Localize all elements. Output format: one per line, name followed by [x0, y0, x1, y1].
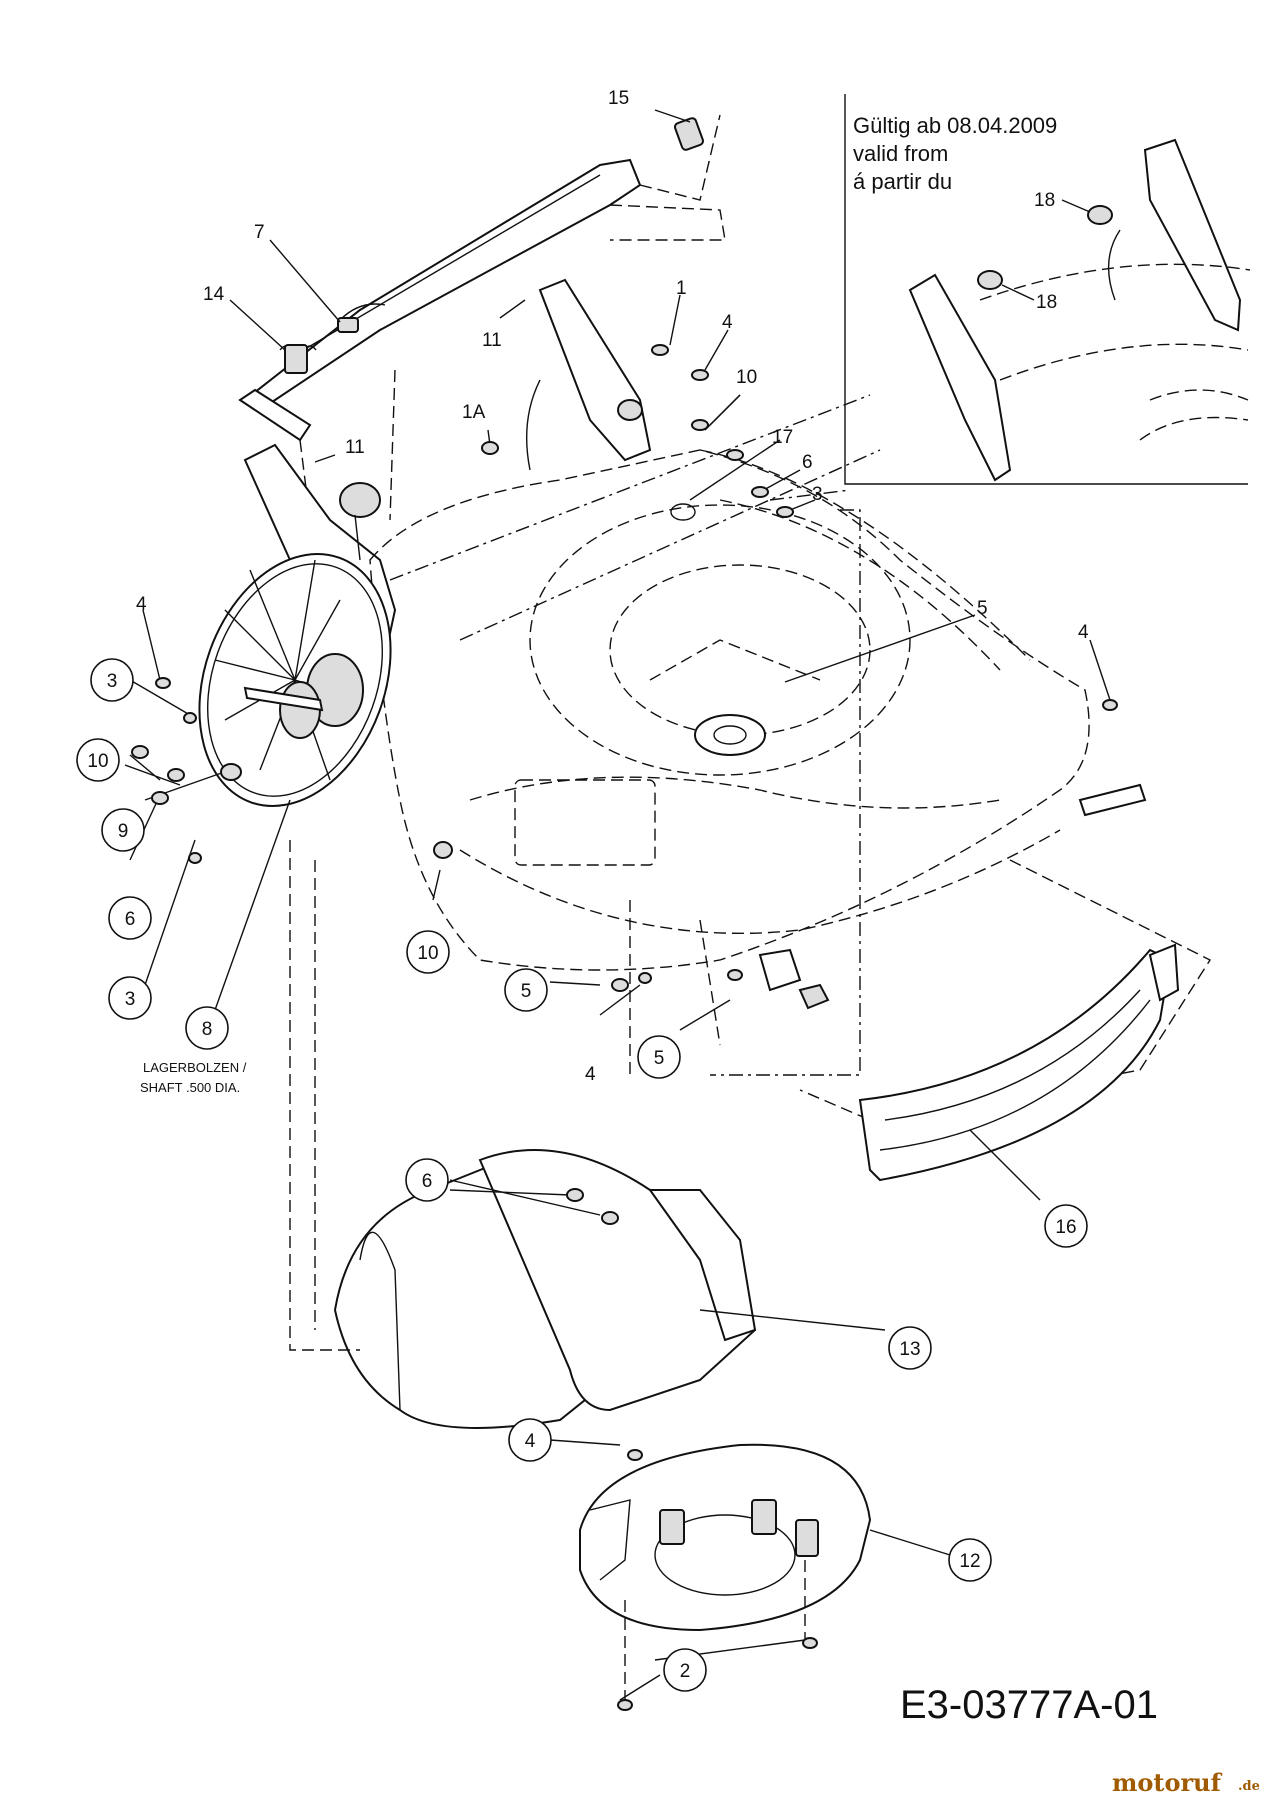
- callout-17: 17: [772, 427, 793, 448]
- shaft-note-line2: SHAFT .500 DIA.: [140, 1080, 240, 1095]
- callout-16: 16: [1055, 1217, 1076, 1238]
- watermark-suffix: .de: [1238, 1779, 1260, 1794]
- callout-10-a: 10: [736, 367, 757, 388]
- callout-1a: 1A: [462, 402, 486, 423]
- callouts: 15 7 14 11 1 4 10 1A 10 11 17 6 3 4 5 4 …: [76, 88, 1091, 1692]
- callout-18-b: 18: [1036, 292, 1057, 313]
- callout-10-c: 10: [87, 751, 108, 772]
- callout-4-d: 4: [585, 1064, 596, 1085]
- callout-6-c: 6: [422, 1171, 433, 1192]
- callout-2: 2: [680, 1661, 691, 1682]
- callout-13: 13: [899, 1339, 920, 1360]
- shaft-note-line1: LAGERBOLZEN /: [143, 1060, 247, 1075]
- callout-3-c: 3: [125, 989, 136, 1010]
- rear-chute: [289, 840, 757, 1429]
- callout-4-b: 4: [136, 594, 147, 615]
- callout-4-e: 4: [525, 1431, 536, 1452]
- callout-14: 14: [203, 284, 225, 305]
- drawing-code: E3-03777A-01: [900, 1683, 1158, 1727]
- leader-lines: [124, 109, 1118, 1711]
- watermark-brand: motoruf: [1112, 1768, 1223, 1797]
- callout-5-b: 5: [521, 981, 532, 1002]
- callout-5-a: 5: [977, 598, 988, 619]
- inset-detail: Gültig ab 08.04.2009 valid from á partir…: [844, 94, 1251, 485]
- callout-1: 1: [676, 278, 687, 299]
- validity-note-line3: á partir du: [853, 169, 952, 194]
- callout-3-b: 3: [107, 671, 118, 692]
- callout-11-a: 11: [482, 330, 502, 351]
- blade-baffle: [579, 1443, 872, 1632]
- callout-10-d: 10: [417, 943, 438, 964]
- rear-wheel: [198, 553, 392, 807]
- rear-flap: [858, 943, 1180, 1182]
- mower-deck: [369, 394, 1212, 1121]
- callout-3-a: 3: [812, 484, 823, 505]
- validity-note-line2: valid from: [853, 141, 948, 166]
- callout-7: 7: [254, 222, 265, 243]
- callout-15: 15: [608, 88, 629, 109]
- callout-18-a: 18: [1034, 190, 1055, 211]
- callout-5-c: 5: [654, 1048, 665, 1069]
- validity-note-line1: Gültig ab 08.04.2009: [853, 113, 1057, 138]
- callout-6-b: 6: [125, 909, 136, 930]
- upper-handle: [238, 114, 726, 521]
- callout-8: 8: [202, 1019, 213, 1040]
- watermark-logo: motoruf .de: [1112, 1768, 1260, 1797]
- callout-6-a: 6: [802, 452, 813, 473]
- callout-12: 12: [959, 1551, 980, 1572]
- callout-11-b: 11: [345, 437, 365, 458]
- callout-4-c: 4: [1078, 622, 1089, 643]
- callout-9: 9: [118, 821, 129, 842]
- callout-4-a: 4: [722, 312, 733, 333]
